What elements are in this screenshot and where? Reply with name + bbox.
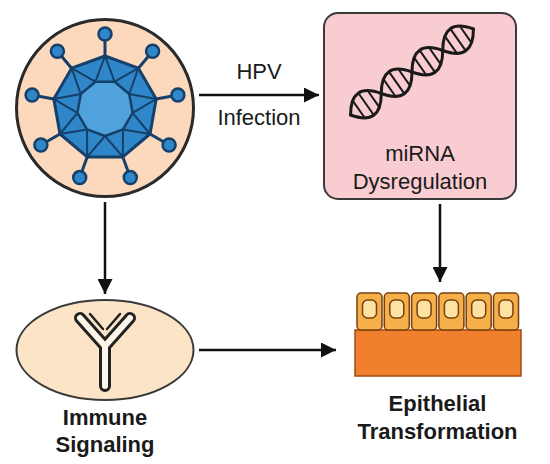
epithelial-cell bbox=[412, 293, 437, 330]
tissue-base bbox=[355, 330, 521, 376]
cell-nucleus bbox=[472, 300, 486, 318]
box-outline bbox=[324, 13, 516, 199]
arrow-connector bbox=[104, 202, 107, 294]
tissue-node: Epithelial Transformation bbox=[340, 286, 535, 446]
circle-outline bbox=[17, 20, 194, 197]
process-box: miRNA Dysregulation bbox=[323, 12, 517, 200]
arrow-connector bbox=[199, 349, 336, 352]
cell-nucleus bbox=[390, 300, 404, 318]
epithelial-cell bbox=[466, 293, 491, 330]
edge-label: HPV Infection bbox=[209, 49, 309, 141]
epithelial-cell bbox=[357, 293, 382, 330]
epithelium-illustration bbox=[355, 293, 521, 376]
immune-ellipse: Immune Signaling bbox=[15, 298, 195, 458]
node-label: miRNA Dysregulation bbox=[323, 140, 517, 196]
node-outline bbox=[15, 18, 195, 198]
node-label: Immune Signaling bbox=[35, 404, 175, 458]
ellipse-outline bbox=[17, 300, 194, 400]
node-label: Epithelial Transformation bbox=[340, 390, 535, 446]
virus-circle bbox=[15, 18, 195, 198]
cell-nucleus bbox=[363, 300, 377, 318]
cell-nucleus bbox=[444, 300, 458, 318]
node-outline bbox=[15, 298, 195, 402]
cell-nucleus bbox=[417, 300, 431, 318]
arrow-connector bbox=[439, 204, 442, 282]
cell-nucleus bbox=[499, 300, 513, 318]
epithelial-cell bbox=[384, 293, 409, 330]
arrow-connector bbox=[199, 94, 319, 97]
epithelial-cell bbox=[494, 293, 519, 330]
epithelial-cell bbox=[439, 293, 464, 330]
